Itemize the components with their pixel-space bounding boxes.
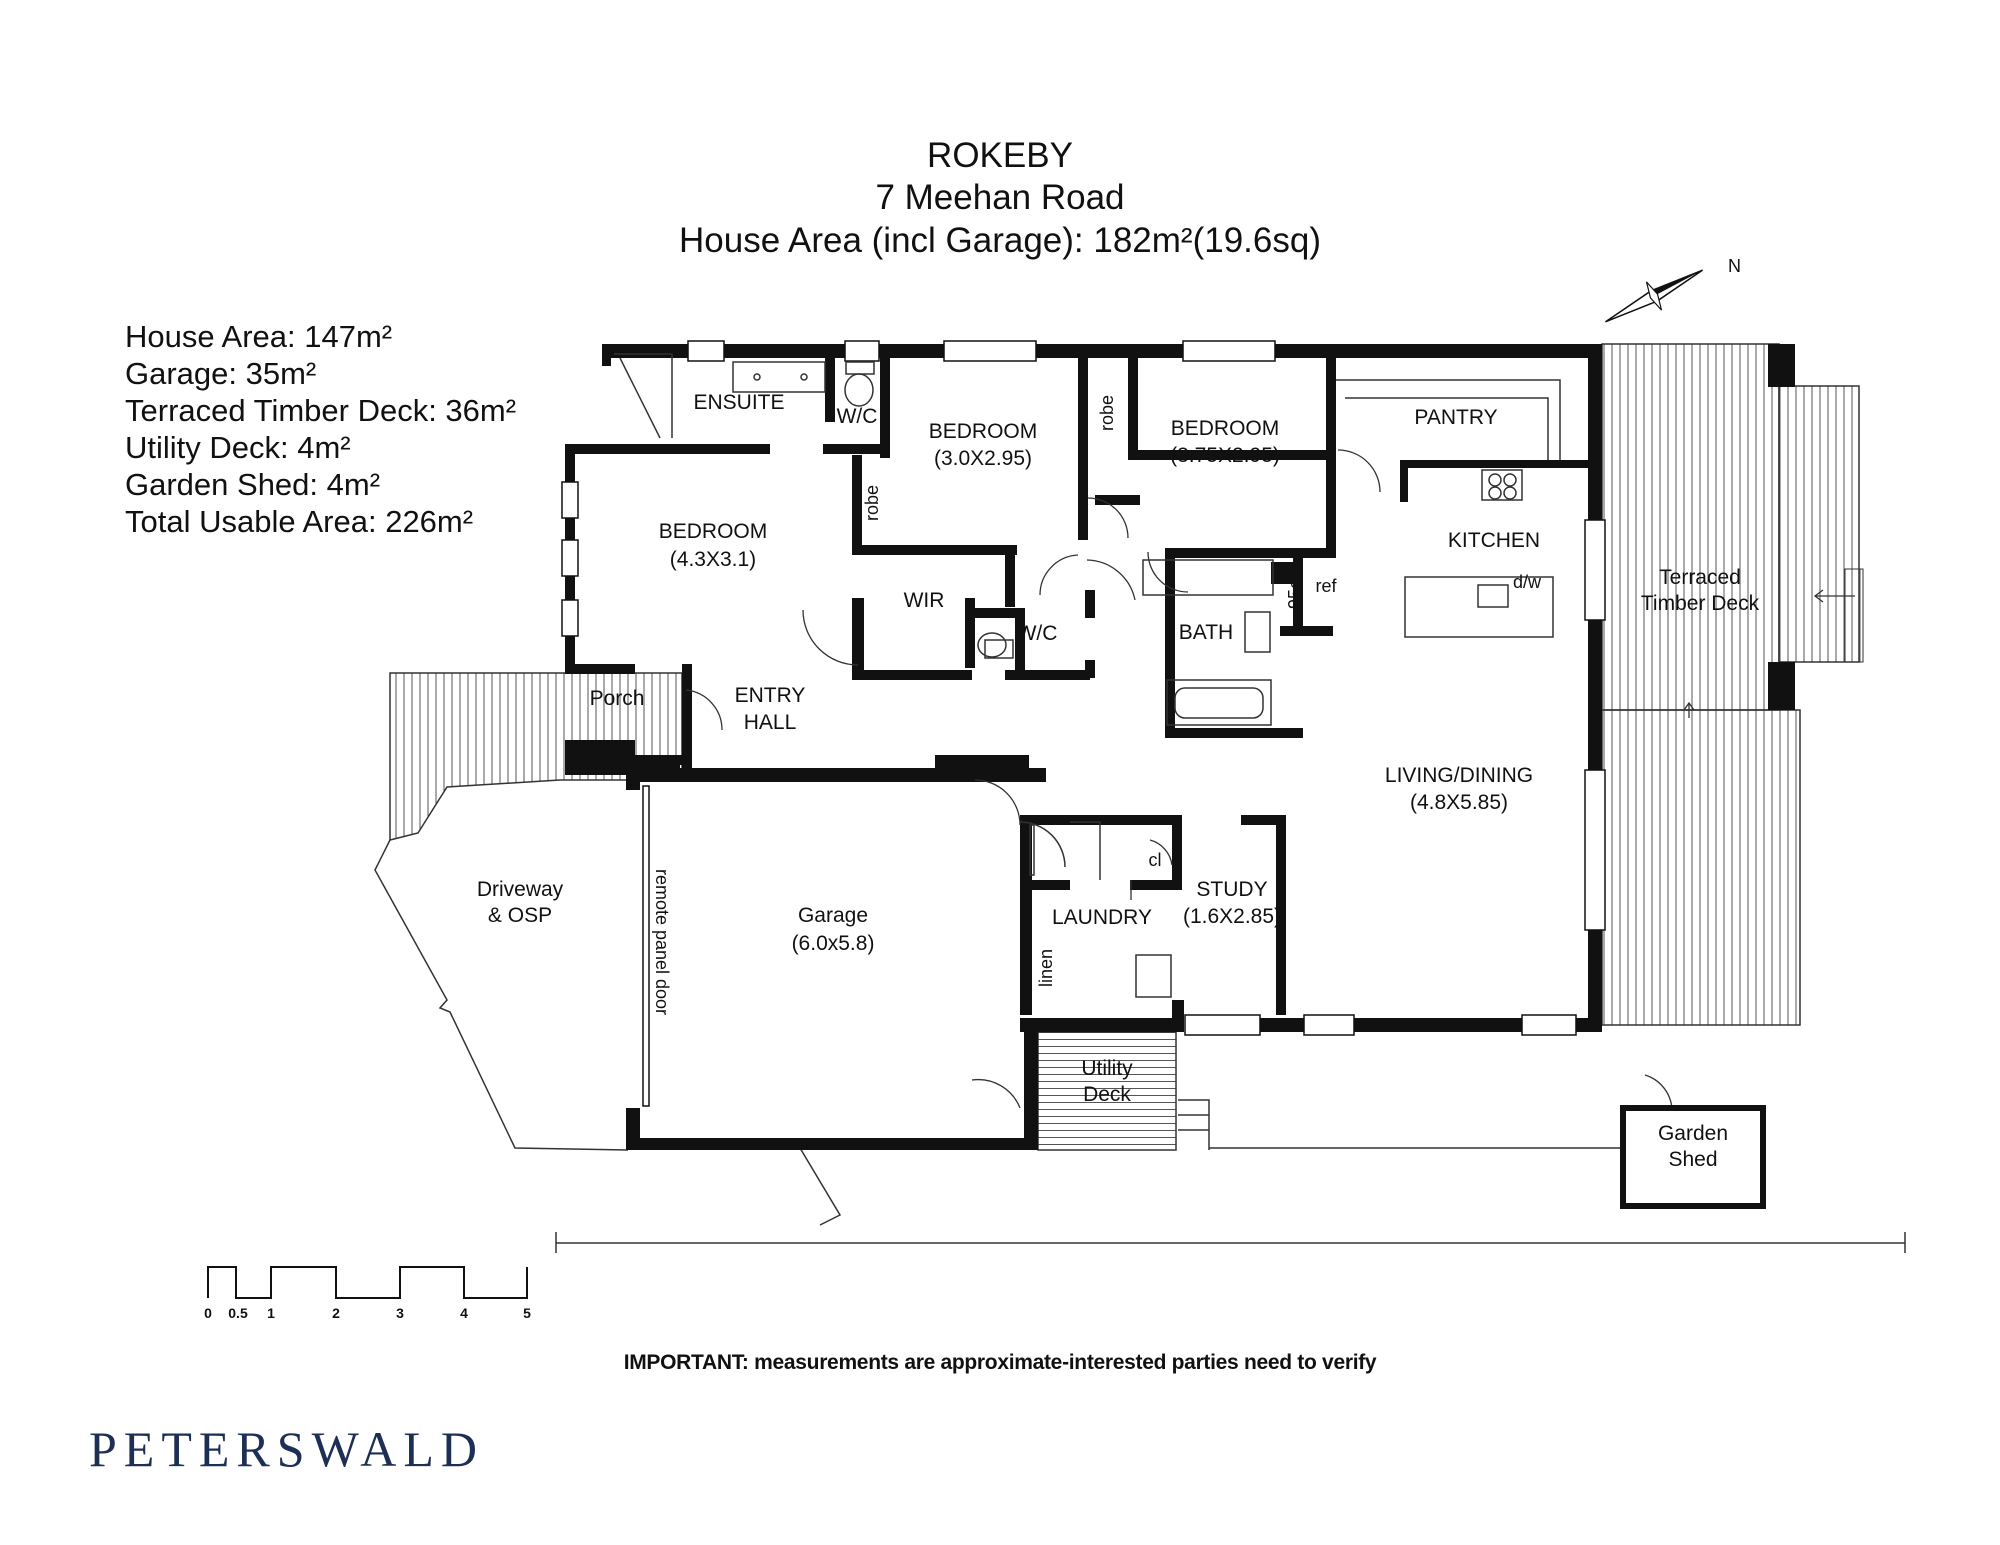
label-entry: ENTRY: [735, 684, 806, 707]
garden-shed-wall: [1620, 1105, 1766, 1209]
scale-label-5: 5: [523, 1305, 531, 1321]
label-robe-b: robe: [862, 485, 882, 521]
label-master-bedroom-size: (4.3X3.1): [670, 548, 756, 571]
label-wc-ensuite: W/C: [837, 405, 878, 428]
label-bedroom-2: BEDROOM: [929, 420, 1038, 443]
scale-label-4: 4: [460, 1305, 468, 1321]
plan-suburb-title: ROKEBY: [927, 136, 1073, 175]
label-robe-a: robe: [1097, 395, 1117, 431]
plan-address: 7 Meehan Road: [875, 178, 1125, 217]
label-laundry: LAUNDRY: [1052, 906, 1152, 929]
deck-step-arrows: [1683, 589, 1855, 718]
area-house: House Area: 147m²: [125, 319, 393, 354]
scale-label-0-5: 0.5: [228, 1305, 248, 1321]
area-utility-deck: Utility Deck: 4m²: [125, 430, 351, 465]
label-living-dining-size: (4.8X5.85): [1410, 791, 1508, 814]
scale-bar: 0 0.5 1 2 3 4 5: [204, 1266, 531, 1321]
label-bedroom-3-size: (3.75X2.95): [1170, 444, 1280, 467]
label-study-size: (1.6X2.85): [1183, 905, 1281, 928]
label-dishwasher: d/w: [1513, 572, 1542, 592]
label-kitchen: KITCHEN: [1448, 529, 1540, 552]
label-living-dining: LIVING/DINING: [1385, 764, 1533, 787]
label-ref: ref: [1315, 576, 1337, 596]
label-master-bedroom: BEDROOM: [659, 520, 768, 543]
scale-label-3: 3: [396, 1305, 404, 1321]
label-pantry: PANTRY: [1414, 406, 1497, 429]
label-porch: Porch: [590, 687, 645, 710]
label-wc-hall: W/C: [1017, 622, 1058, 645]
label-bedroom-2-size: (3.0X2.95): [934, 447, 1032, 470]
area-garage: Garage: 35m²: [125, 356, 317, 391]
area-deck: Terraced Timber Deck: 36m²: [125, 393, 517, 428]
terraced-timber-deck: [1601, 343, 1864, 1026]
walls: [565, 344, 1602, 1150]
label-linen: linen: [1036, 949, 1056, 987]
label-deck-line1: Terraced: [1659, 566, 1741, 589]
scale-label-2: 2: [332, 1305, 340, 1321]
label-95cm: 95cm: [1285, 565, 1305, 609]
label-shed: Shed: [1668, 1148, 1717, 1171]
north-label: N: [1728, 256, 1741, 276]
area-garden-shed: Garden Shed: 4m²: [125, 467, 381, 502]
label-osp: & OSP: [488, 904, 552, 927]
door-swings: [685, 449, 1673, 1111]
scale-label-1: 1: [267, 1305, 275, 1321]
label-garage: Garage: [798, 904, 868, 927]
label-bedroom-3: BEDROOM: [1171, 417, 1280, 440]
label-hall: HALL: [744, 711, 797, 734]
fixtures: [614, 353, 1561, 998]
label-garage-size: (6.0x5.8): [792, 932, 875, 955]
label-deck-line2: Timber Deck: [1641, 592, 1760, 615]
label-wir: WIR: [904, 589, 945, 612]
windows: [561, 340, 1606, 1107]
label-utility: Utility: [1081, 1057, 1133, 1080]
north-arrow-icon: [1605, 269, 1703, 323]
disclaimer-note: IMPORTANT: measurements are approximate-…: [623, 1351, 1377, 1374]
label-closet: cl: [1149, 850, 1162, 870]
plan-total-area: House Area (incl Garage): 182m²(19.6sq): [679, 221, 1321, 260]
label-study: STUDY: [1196, 878, 1267, 901]
site-lines: [374, 839, 1906, 1253]
label-garden: Garden: [1658, 1122, 1728, 1145]
area-summary: House Area: 147m² Garage: 35m² Terraced …: [125, 318, 516, 540]
label-ensuite: ENSUITE: [693, 391, 784, 414]
scale-label-0: 0: [204, 1305, 212, 1321]
label-driveway: Driveway: [477, 878, 564, 901]
label-bath: BATH: [1179, 621, 1233, 644]
label-utility-deck: Deck: [1083, 1083, 1131, 1106]
area-total: Total Usable Area: 226m²: [125, 504, 474, 539]
label-remote-panel-door: remote panel door: [652, 869, 672, 1015]
brand-logo: PETERSWALD: [89, 1421, 484, 1477]
